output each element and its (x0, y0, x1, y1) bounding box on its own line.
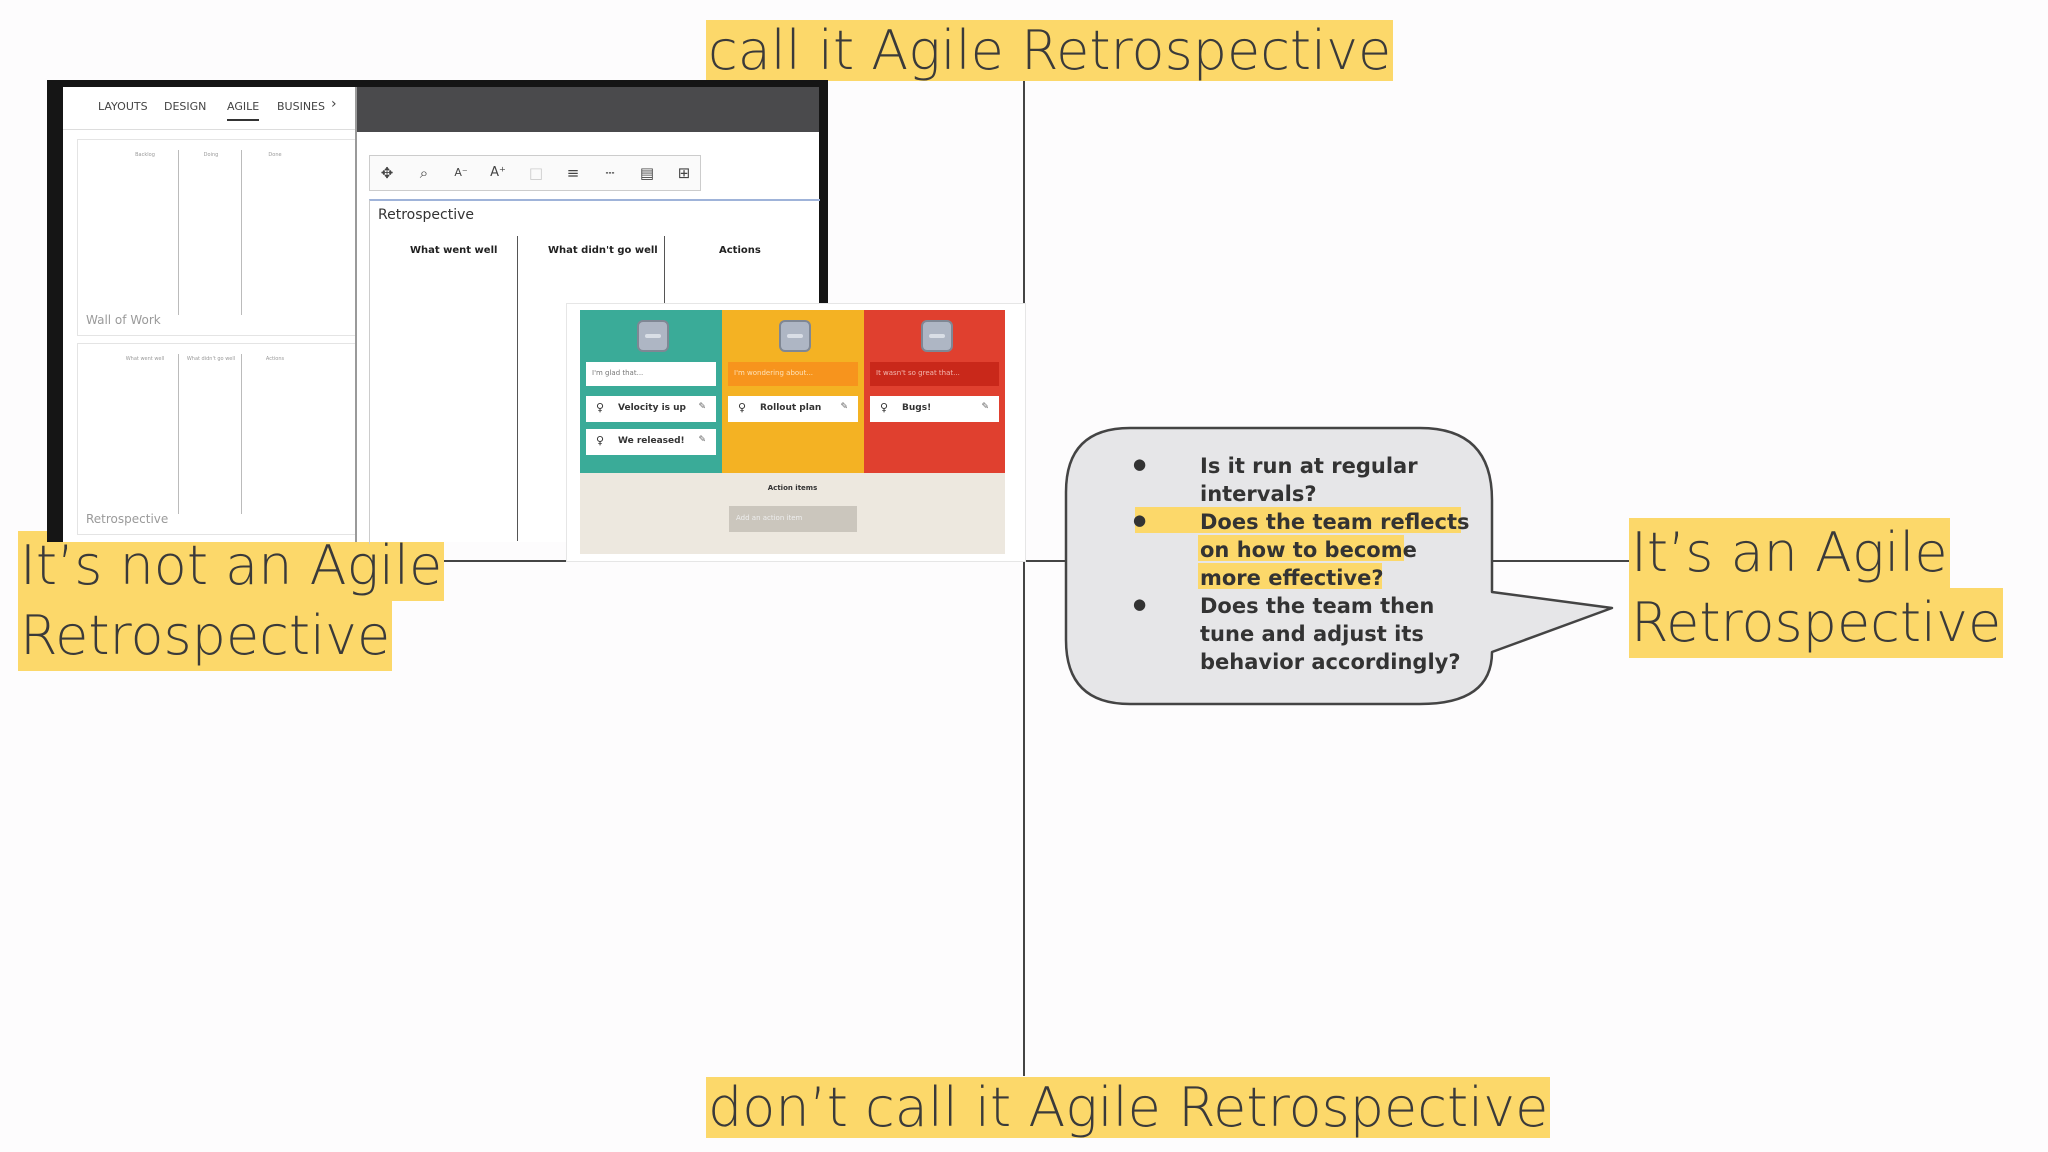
card-column-label: Backlog (135, 152, 155, 158)
bullet-icon: ● (1133, 455, 1147, 473)
vertical-axis (1023, 80, 1025, 1076)
retro-board-screenshot: I'm glad that... ♀ Velocity is up ✎ ♀ We re… (566, 303, 1026, 562)
pin-icon: ♀ (738, 401, 747, 414)
question-line: behavior accordingly? (1200, 650, 1461, 674)
board-column-header: What didn't go well (548, 245, 658, 256)
robot-sad-icon (920, 320, 953, 352)
retro-card-text: Bugs! (902, 403, 932, 413)
callout-question-highlighted: Does the team reflects on how to become … (1200, 508, 1470, 592)
pin-icon: ♀ (596, 401, 605, 414)
retrospective-board: Retrospective What went well What didn't… (369, 199, 820, 544)
add-shape-icon[interactable]: ⊞ (677, 164, 691, 182)
font-decrease-icon[interactable]: A⁻ (454, 166, 468, 179)
card-column-label: What didn't go well (186, 356, 236, 362)
left-axis-label: It’s not an Agile Retrospective (18, 531, 445, 671)
board-column-header: What went well (410, 245, 498, 256)
question-line: on how to become (1200, 538, 1417, 562)
line-weight-icon[interactable]: ≡ (566, 164, 580, 182)
pane-splitter[interactable] (355, 87, 358, 542)
top-axis-label: call it Agile Retrospective (706, 19, 1394, 82)
column-divider (178, 150, 179, 315)
edit-icon[interactable]: ✎ (698, 402, 706, 412)
question-line: tune and adjust its (1200, 622, 1424, 646)
format-toolbar: ✥ ⌕ A⁻ A⁺ □ ≡ ┄ ▤ ⊞ (369, 155, 701, 191)
question-highlight (1198, 535, 1404, 561)
canvas-header (357, 87, 819, 132)
retro-card[interactable]: ♀ We released! ✎ (586, 429, 716, 455)
retro-card[interactable]: ♀ Velocity is up ✎ (586, 396, 716, 422)
lane-input[interactable]: I'm wondering about... (728, 362, 858, 386)
right-axis-label-line1: It’s an Agile (1629, 518, 1950, 588)
card-column-label: Doing (203, 152, 219, 158)
lane-wondering: I'm wondering about... ♀ Rollout plan ✎ (722, 310, 864, 473)
tab-agile[interactable]: AGILE (227, 100, 260, 121)
right-axis-label-line2: Retrospective (1629, 588, 2004, 658)
board-column-header: Actions (719, 245, 761, 256)
robot-happy-icon (637, 320, 669, 352)
edit-icon[interactable]: ✎ (840, 402, 848, 412)
action-items-panel: Action items Add an action item (580, 473, 1005, 554)
edit-icon[interactable]: ✎ (981, 402, 989, 412)
bullet-icon: ● (1133, 595, 1147, 613)
card-column-label: What went well (125, 356, 165, 362)
lane-input[interactable]: I'm glad that... (586, 362, 716, 386)
zoom-icon[interactable]: ⌕ (419, 164, 429, 182)
board-title: Retrospective (378, 207, 474, 223)
question-highlight (1135, 507, 1461, 533)
tab-business[interactable]: BUSINES (277, 100, 325, 113)
border-icon[interactable]: □ (528, 164, 544, 182)
retro-card-text: Velocity is up (618, 403, 686, 413)
question-line: Is it run at regular (1200, 454, 1418, 478)
action-items-title: Action items (767, 484, 818, 492)
robot-wondering-icon (779, 320, 811, 352)
card-column-label: Done (268, 152, 282, 158)
retro-card-text: Rollout plan (760, 403, 822, 413)
font-increase-icon[interactable]: A⁺ (490, 165, 506, 180)
tab-design[interactable]: DESIGN (164, 100, 207, 113)
template-card-label: Wall of Work (86, 313, 161, 327)
column-divider (517, 236, 518, 541)
template-card-retrospective[interactable]: What went well What didn't go well Actio… (77, 343, 389, 535)
pin-icon: ♀ (596, 434, 605, 447)
tab-layouts[interactable]: LAYOUTS (98, 100, 148, 113)
left-axis-label-line1: It’s not an Agile (18, 531, 445, 601)
column-divider (241, 150, 242, 315)
column-divider (664, 236, 665, 326)
chevron-right-icon[interactable]: › (331, 96, 337, 112)
edit-icon[interactable]: ✎ (698, 435, 706, 445)
right-axis-label: It’s an Agile Retrospective (1629, 518, 2004, 658)
lane-glad: I'm glad that... ♀ Velocity is up ✎ ♀ We re… (580, 310, 722, 473)
question-highlight (1198, 563, 1382, 589)
template-tabs: LAYOUTS DESIGN AGILE BUSINES › (63, 87, 403, 130)
template-card-label: Retrospective (86, 512, 169, 526)
template-card-wall-of-work[interactable]: Backlog Doing Done Wall of Work (77, 139, 389, 336)
lane-not-great: It wasn't so great that... ♀ Bugs! ✎ (864, 310, 1005, 473)
bottom-axis-label: don’t call it Agile Retrospective (706, 1076, 1551, 1139)
question-line: intervals? (1200, 482, 1317, 506)
left-axis-label-line2: Retrospective (18, 601, 393, 671)
template-sidebar: LAYOUTS DESIGN AGILE BUSINES › Backlog D… (63, 87, 403, 542)
layout-icon[interactable]: ▤ (639, 164, 655, 182)
action-item-input[interactable]: Add an action item (729, 506, 857, 532)
horizontal-axis-middle (1024, 560, 1068, 562)
horizontal-axis-right (1490, 560, 1631, 562)
dashed-line-icon[interactable]: ┄ (605, 164, 615, 182)
bullet-icon: ● (1133, 511, 1147, 529)
move-icon[interactable]: ✥ (380, 164, 394, 182)
retro-card[interactable]: ♀ Bugs! ✎ (870, 396, 999, 422)
card-column-label: Actions (265, 356, 285, 362)
question-line: more effective? (1200, 566, 1384, 590)
callout-question: Does the team then tune and adjust its b… (1200, 592, 1461, 676)
retro-card-text: We released! (618, 436, 685, 446)
column-divider (241, 354, 242, 514)
column-divider (178, 354, 179, 514)
lane-input[interactable]: It wasn't so great that... (870, 362, 999, 386)
retro-card[interactable]: ♀ Rollout plan ✎ (728, 396, 858, 422)
question-line: Does the team reflects (1200, 510, 1470, 534)
pin-icon: ♀ (880, 401, 889, 414)
callout-question: Is it run at regular intervals? (1200, 452, 1418, 508)
question-line: Does the team then (1200, 594, 1435, 618)
